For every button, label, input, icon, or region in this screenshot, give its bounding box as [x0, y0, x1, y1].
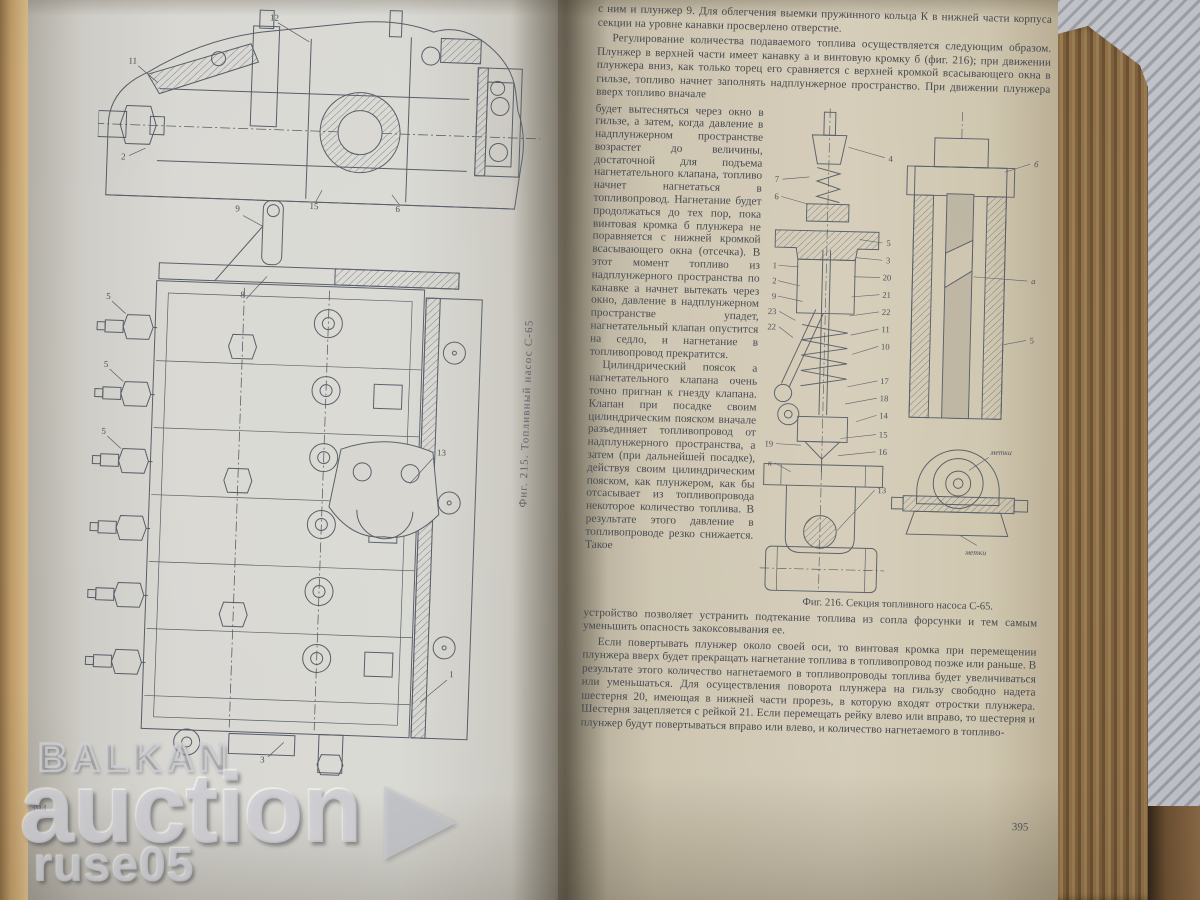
callout-label: 9 — [235, 203, 240, 213]
callout-label: 4 — [888, 153, 893, 163]
callout-label: б — [1034, 159, 1039, 169]
page-number-right: 395 — [1011, 821, 1029, 834]
plunger-sleeve-detail — [906, 111, 1016, 420]
figure-215-caption: Фиг. 215. Топливный насос С-65 — [517, 319, 536, 508]
right-page-content: с ним и плунжер 9. Для облегчения выемки… — [577, 3, 1053, 894]
callout-label: 3 — [260, 755, 265, 765]
left-page — [28, 0, 558, 900]
gear-rack-detail — [890, 449, 1029, 546]
figure-216-area: 7 6 1 2 9 23 22 19 к 4 5 3 20 — [758, 106, 1050, 613]
marks-label: метки — [990, 447, 1013, 457]
callout-label: 5 — [101, 426, 106, 436]
callout-label: 15 — [879, 429, 888, 439]
callout-label: 11 — [881, 324, 890, 334]
callout-label: 5 — [886, 237, 891, 247]
book-gutter-shadow — [512, 0, 608, 900]
marks-label: метки — [964, 547, 987, 557]
callout-label: 1 — [449, 669, 454, 679]
pump-plan-section — [84, 200, 483, 776]
callout-label: 9 — [772, 290, 777, 300]
pump-section-cutaway — [759, 107, 1031, 593]
callout-label: 15 — [309, 201, 319, 211]
fig215-bottom-callouts: 9 8 5 5 5 13 1 3 — [101, 203, 454, 765]
column-paragraph-1: будет вытесняться через окно в гильзе, а… — [589, 102, 764, 361]
callout-label: 12 — [270, 12, 279, 22]
paragraph-rotation: Если повертывать плунжер около своей оси… — [580, 635, 1037, 739]
fig215-top-callouts: 12 11 2 15 6 — [121, 12, 401, 214]
callout-label: 13 — [877, 485, 886, 495]
two-column-block: будет вытесняться через окно в гильзе, а… — [584, 102, 1050, 613]
callout-label: 23 — [768, 306, 777, 316]
callout-label: к — [768, 457, 773, 467]
callout-label: 14 — [879, 410, 889, 420]
callout-label: 19 — [764, 438, 773, 448]
callout-label: 6 — [774, 191, 779, 201]
callout-label: 18 — [880, 393, 889, 403]
narrow-text-column: будет вытесняться через окно в гильзе, а… — [584, 102, 764, 606]
callout-label: 17 — [880, 375, 890, 385]
callout-label: 5 — [1030, 335, 1035, 345]
callout-label: 7 — [775, 173, 780, 183]
page-number-left: 394 — [30, 802, 47, 816]
book-fore-edge — [1048, 26, 1148, 900]
callout-label: 5 — [106, 291, 111, 301]
callout-label: 10 — [881, 341, 890, 351]
callout-label: 6 — [395, 204, 400, 214]
callout-label: 5 — [104, 359, 109, 369]
right-page — [558, 0, 1058, 900]
pump-side-section — [95, 9, 540, 210]
figure-216-drawing: 7 6 1 2 9 23 22 19 к 4 5 3 20 — [759, 107, 1039, 593]
callout-label: 13 — [437, 448, 447, 458]
callout-label: 2 — [772, 275, 777, 285]
paragraph-regulation: Регулирование количества подаваемого топ… — [596, 32, 1052, 101]
callout-label: а — [1031, 276, 1036, 286]
callout-label: 22 — [767, 321, 776, 331]
callout-label: 8 — [240, 290, 245, 300]
callout-label: 20 — [883, 272, 892, 282]
callout-label: 11 — [128, 56, 137, 66]
left-page-content: 12 11 2 15 6 — [11, 0, 572, 900]
figure-215-top-drawing: 12 11 2 15 6 — [95, 9, 540, 214]
callout-label: 22 — [882, 306, 891, 316]
callout-label: 1 — [773, 260, 778, 270]
column-paragraph-2: Цилиндрический поясок а нагнетательного … — [584, 359, 758, 551]
callout-label: 2 — [121, 151, 126, 161]
fig216-callouts: 7 6 1 2 9 23 22 19 к 4 5 3 20 — [764, 153, 1039, 557]
callout-label: 21 — [882, 289, 891, 299]
mounting-flange — [328, 441, 440, 540]
callout-label: 16 — [878, 446, 888, 456]
figure-215-bottom-drawing: 9 8 5 5 5 13 1 3 — [84, 200, 483, 776]
callout-label: 3 — [886, 255, 891, 265]
